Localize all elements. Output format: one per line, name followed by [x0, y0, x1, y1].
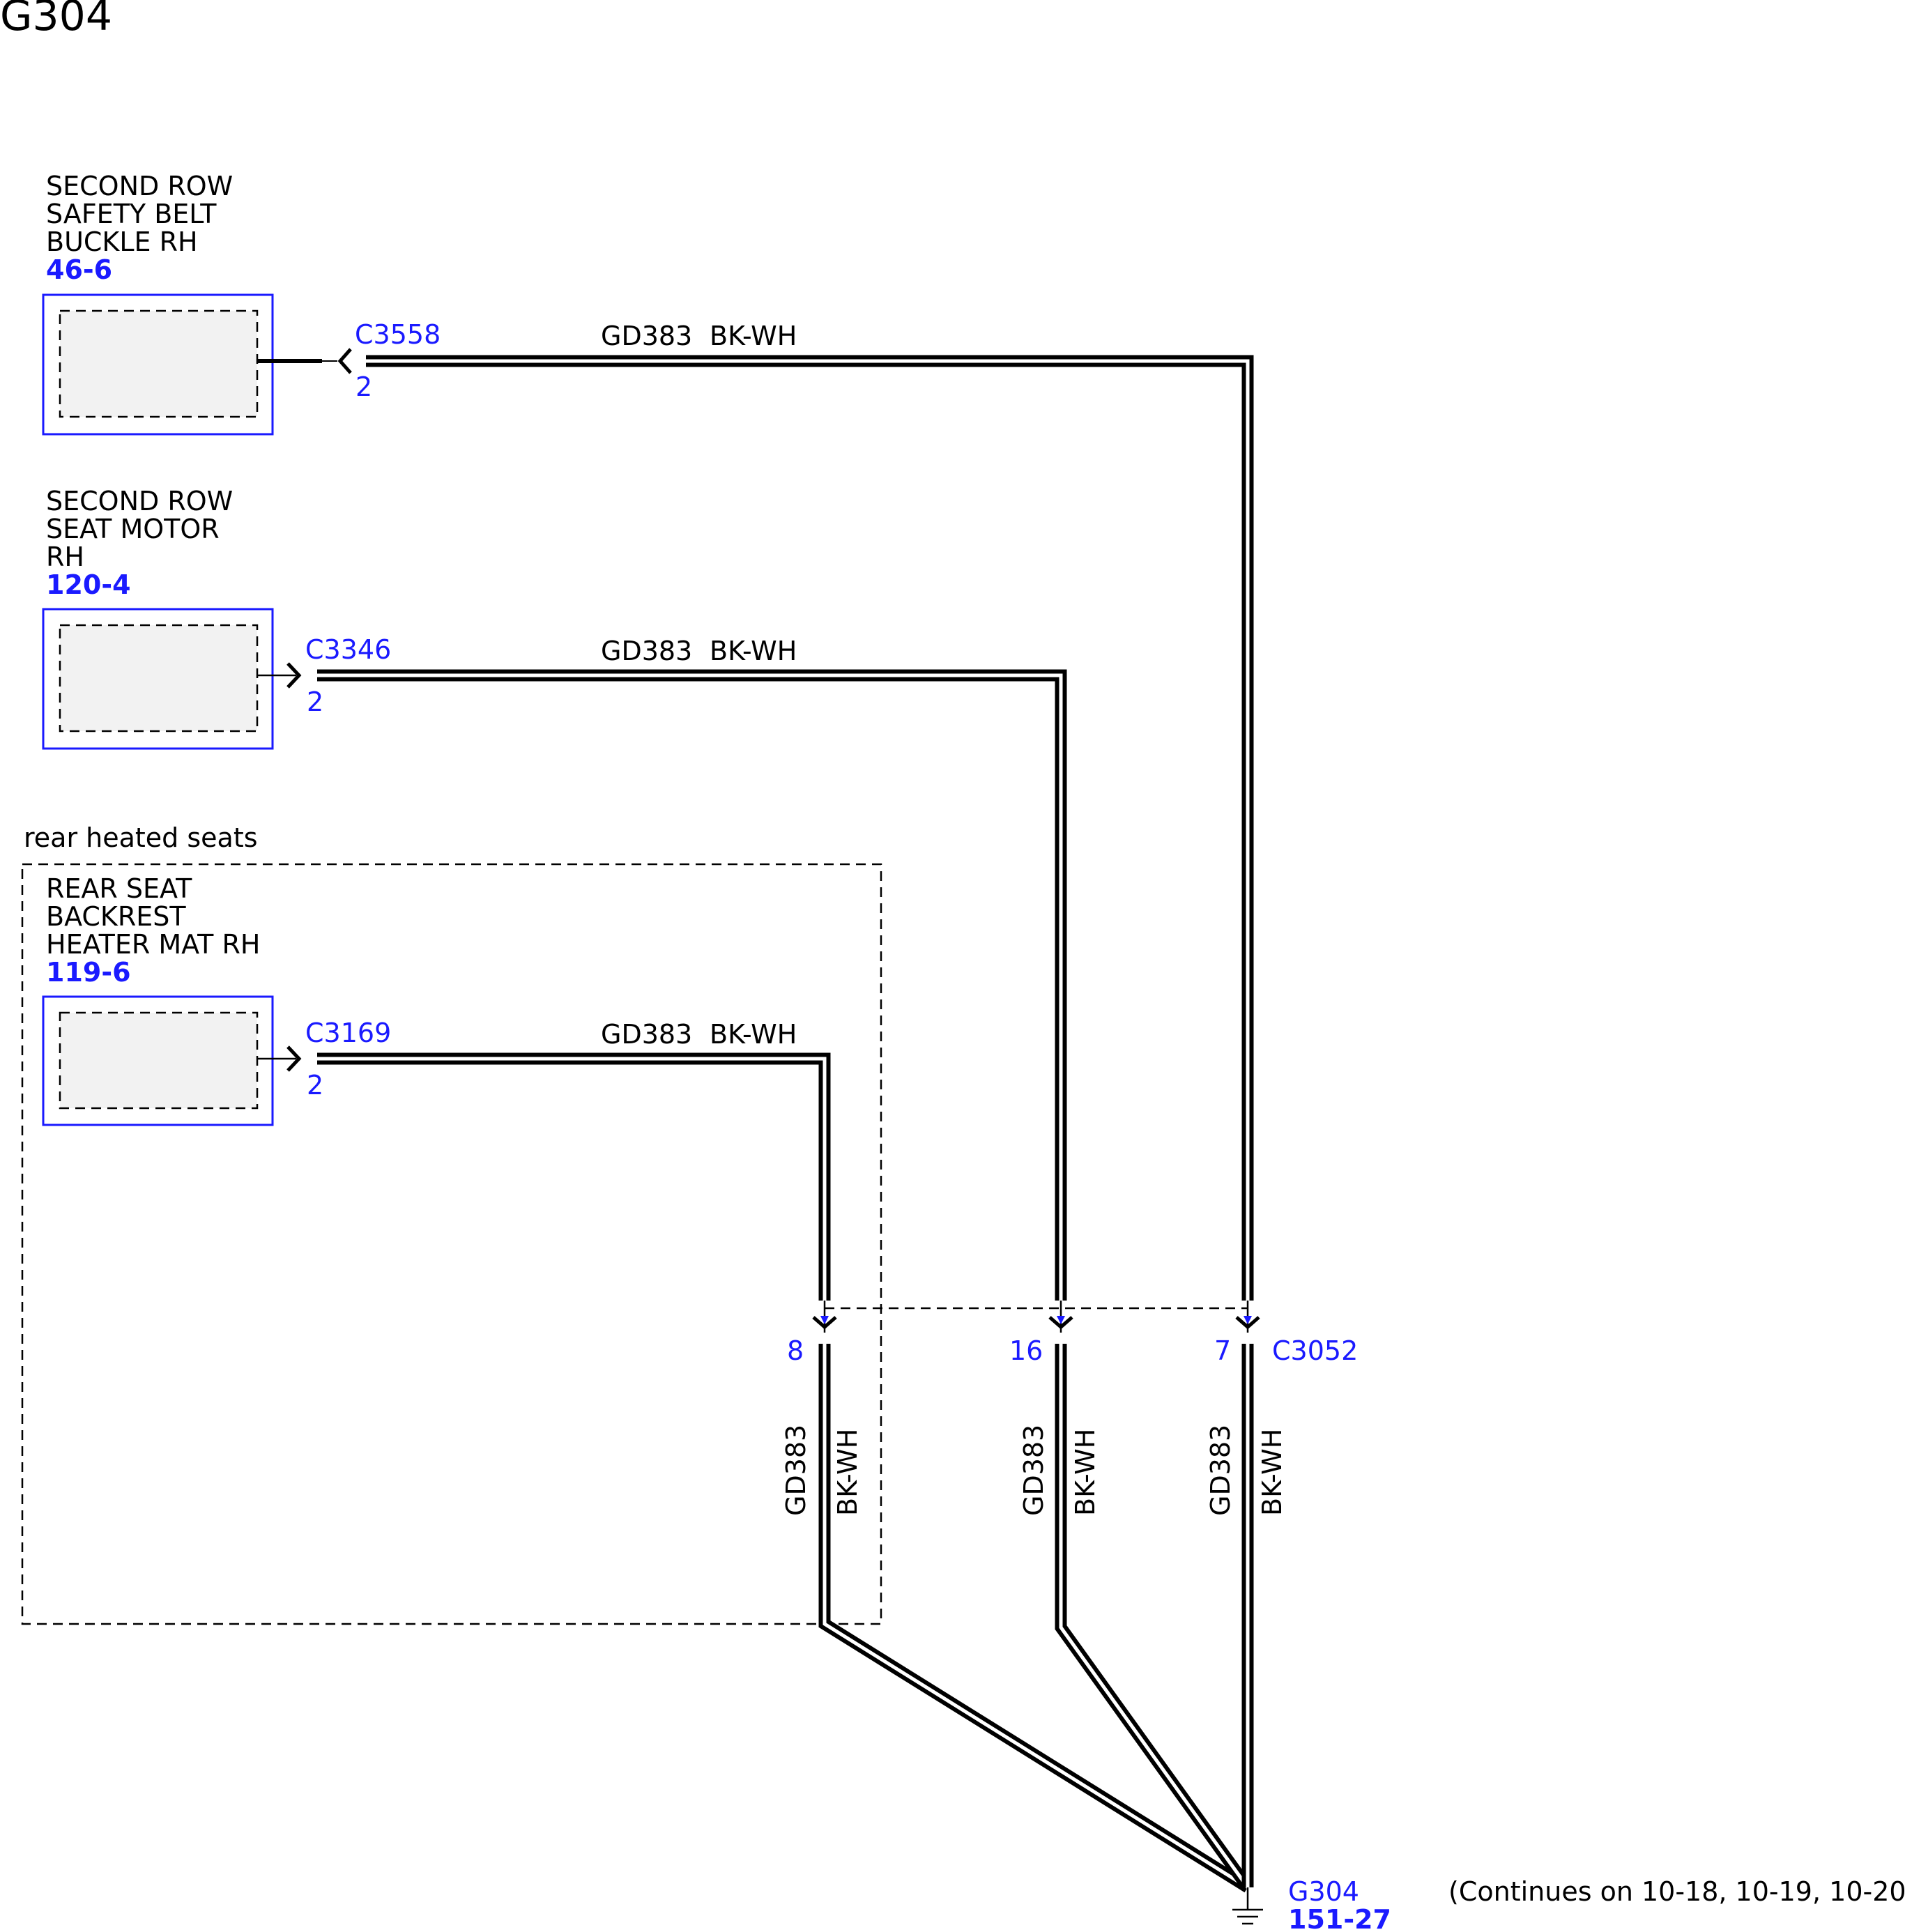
wire-circuit-label: GD383: [601, 636, 692, 666]
connector-symbol: [337, 348, 352, 374]
component-heater-mat: REAR SEAT BACKREST HEATER MAT RH 119-6: [42, 873, 274, 1126]
component-ref-link[interactable]: 120-4: [46, 569, 131, 600]
component-inner-box: [59, 624, 259, 733]
wire-pin16-to-g304[interactable]: [1055, 1344, 1253, 1891]
ground-icon: [1232, 1887, 1263, 1925]
component-ref-link[interactable]: 46-6: [46, 254, 112, 285]
component-seat-motor: SECOND ROW SEAT MOTOR RH 120-4: [42, 486, 274, 750]
pin-number: 8: [787, 1335, 804, 1366]
continuation-note: (Continues on 10-18, 10-19, 10-20): [1448, 1876, 1905, 1907]
wire-circuit-label: GD383: [781, 1425, 811, 1516]
option-group-label: rear heated seats: [24, 822, 258, 853]
connector-symbol: [286, 1045, 302, 1072]
ground-ref-link[interactable]: 151-27: [1288, 1904, 1391, 1932]
wire-color-label: BK-WH: [710, 1019, 797, 1050]
wire-c3346-to-c3052[interactable]: [317, 669, 1067, 1301]
component-name-line: BACKREST: [46, 901, 186, 932]
wire-c3558-to-c3052[interactable]: [366, 355, 1254, 1301]
wire-color-label: BK-WH: [710, 636, 797, 666]
component-safety-belt-buckle: SECOND ROW SAFETY BELT BUCKLE RH 46-6: [42, 171, 274, 436]
component-name-line: BUCKLE RH: [46, 227, 198, 257]
ground-label[interactable]: G304: [1288, 1876, 1359, 1907]
option-group-boundary: [21, 863, 882, 1625]
pin-number: 2: [307, 687, 323, 717]
component-inner-box: [59, 309, 259, 418]
page-title: G304: [0, 0, 112, 40]
component-box[interactable]: [42, 293, 274, 436]
pin-number: 7: [1214, 1335, 1231, 1366]
component-box[interactable]: [42, 608, 274, 750]
component-name-line: REAR SEAT: [46, 873, 192, 904]
connector-label[interactable]: C3558: [355, 319, 441, 350]
pin-number: 16: [1009, 1335, 1043, 1366]
wire-circuit-label: GD383: [601, 1019, 692, 1050]
wire-circuit-label: GD383: [1205, 1425, 1236, 1516]
wire-color-label: BK-WH: [832, 1429, 863, 1516]
component-ref-link[interactable]: 119-6: [46, 957, 131, 988]
c3052-pin-7[interactable]: [1235, 1301, 1260, 1333]
component-name-line: SAFETY BELT: [46, 199, 217, 229]
pin-number: 2: [307, 1070, 323, 1101]
connector-label[interactable]: C3346: [305, 634, 391, 665]
component-name-line: HEATER MAT RH: [46, 929, 260, 960]
wire-pin8-to-g304[interactable]: [818, 1344, 1251, 1893]
wire-color-label: BK-WH: [1070, 1429, 1101, 1516]
wire-circuit-label: GD383: [601, 321, 692, 351]
component-name-line: SEAT MOTOR: [46, 514, 220, 544]
c3052-pin-16[interactable]: [1048, 1301, 1073, 1333]
component-name-line: RH: [46, 542, 84, 572]
connector-symbol: [286, 662, 302, 689]
pin-number: 2: [355, 371, 372, 402]
component-box[interactable]: [42, 995, 274, 1126]
c3052-pin-8[interactable]: [812, 1301, 837, 1333]
component-inner-box: [59, 1011, 259, 1110]
wire-color-label: BK-WH: [1257, 1429, 1287, 1516]
wire-color-label: BK-WH: [710, 321, 797, 351]
component-name-line: SECOND ROW: [46, 486, 233, 516]
wire-c3169-to-c3052[interactable]: [317, 1052, 831, 1301]
connector-label[interactable]: C3169: [305, 1018, 391, 1048]
connector-label[interactable]: C3052: [1272, 1335, 1358, 1366]
wire-circuit-label: GD383: [1018, 1425, 1049, 1516]
component-name-line: SECOND ROW: [46, 171, 233, 201]
